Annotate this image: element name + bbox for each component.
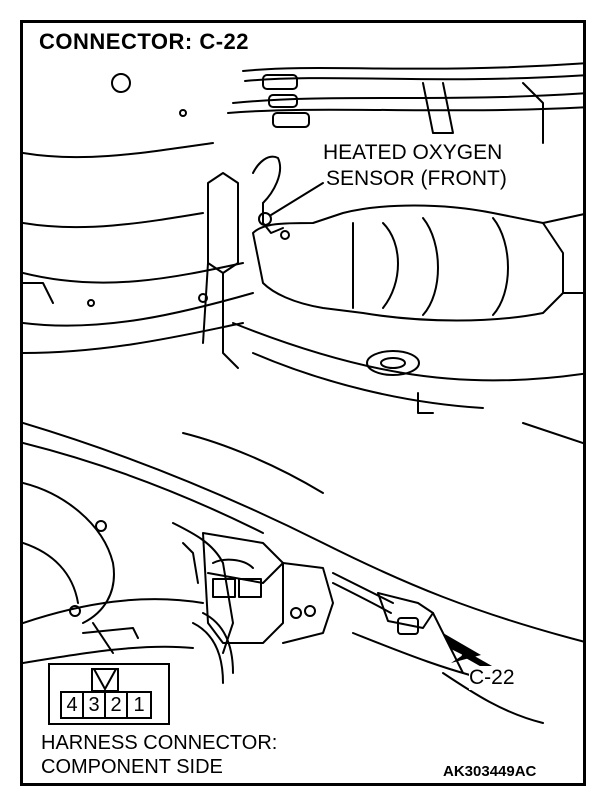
drain-plug-inner [380,357,406,369]
bolt [304,605,316,617]
pin-3: 3 [84,693,106,717]
catalytic-converter [252,204,564,322]
pipe-clip [262,74,298,90]
mount-tab [212,578,236,598]
pipe-clip [268,94,298,108]
body-edge [182,542,199,584]
view-divider [23,422,583,643]
view-divider [182,432,324,494]
bracket [92,622,114,654]
bracket [82,627,139,639]
hose [192,622,224,684]
engine-mount [202,532,284,644]
body-edge [23,482,115,624]
callout-sensor-line1: HEATED OXYGEN [323,141,503,165]
body-edge [23,542,79,604]
harness-wire [332,582,392,614]
pin-4: 4 [62,693,84,717]
body-edge [522,422,583,444]
bolt [95,520,107,532]
exhaust-pipe [542,213,583,224]
body-edge [172,522,234,654]
harness-caption-line1: HARNESS CONNECTOR: [41,732,278,754]
connector-c22-plug [397,617,419,635]
hose [202,612,234,674]
mount-bracket [282,562,334,644]
exhaust-flange [207,172,239,274]
line-pipe [227,106,583,114]
bracket [522,82,544,144]
view-divider [23,442,264,534]
diagram-title: CONNECTOR: C-22 [39,29,250,54]
hole-circle [111,73,131,93]
drain-plug [366,350,420,376]
bracket [422,82,454,134]
connector-label: C-22 [469,666,515,690]
engine-mount [207,562,284,584]
connector-c22-body [377,592,434,629]
line-pipe [232,92,583,104]
bracket [417,392,434,414]
body-edge [442,672,544,724]
connector-key-icon [91,668,119,692]
mount-tab [238,578,262,598]
bolt [280,230,290,240]
pipe-clip [272,112,310,128]
bolt [198,293,208,303]
oxygen-sensor [258,212,272,226]
engine-mount [212,558,254,569]
frame-edge [23,212,204,229]
pin-2: 2 [106,693,128,717]
line-pipe [244,74,583,82]
frame-edge [23,262,244,284]
harness-caption: HARNESS CONNECTOR: COMPONENT SIDE [41,731,277,779]
frame-edge [23,292,254,327]
converter-rib [422,217,439,316]
harness-caption-line2: COMPONENT SIDE [41,756,223,778]
bolt [69,605,81,617]
frame-edge [23,645,194,664]
exhaust-pipe [202,262,209,344]
frame-edge [23,322,244,354]
bolt [87,299,95,307]
sensor-wire [252,155,282,204]
diagram-frame: CONNECTOR: C-22 HEATED OXYGEN SENSOR (FR… [20,20,586,786]
figure-code: AK303449AC [443,763,537,780]
harness-wire [332,572,394,604]
exhaust-pipe [222,272,239,369]
line-pipe [242,62,583,72]
frame-edge [23,142,214,159]
callout-sensor-line2: SENSOR (FRONT) [326,167,507,191]
floor-pan [252,352,484,409]
frame-edge [23,598,204,624]
callout-leader [270,182,324,216]
frame-edge [23,282,54,304]
converter-rib [492,217,509,316]
pin-row: 4 3 2 1 [60,691,152,719]
converter-rib [382,222,399,309]
bolt [290,607,302,619]
sensor-wire [262,202,284,234]
bolt [179,109,187,117]
floor-pan [232,322,583,382]
harness-connector-pinout: 4 3 2 1 [48,663,170,725]
pin-1: 1 [133,694,145,716]
